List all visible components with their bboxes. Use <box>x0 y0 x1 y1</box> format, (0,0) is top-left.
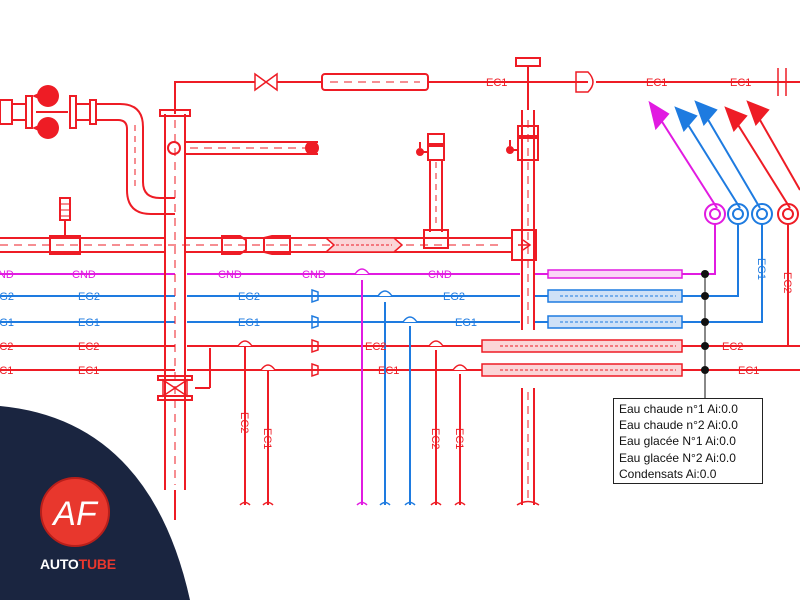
label-ec1: EC1 <box>78 365 99 377</box>
label-cnd: CND <box>218 269 242 281</box>
legend-row: Eau glacée N°2 Ai:0.0 <box>619 450 736 465</box>
label-eg2: EG2 <box>78 291 100 303</box>
label-ec2-vertical: EC2 <box>781 272 793 293</box>
pipe-break-marks <box>239 500 540 506</box>
label-eg1: EG1 <box>238 317 260 329</box>
label-ec1: EC1 <box>378 365 399 377</box>
label-ec1: EC1 <box>0 365 13 377</box>
big-vertical-pipe <box>506 57 541 505</box>
label-cnd: CND <box>72 269 96 281</box>
label-eg1: EG1 <box>0 317 14 329</box>
label-ec1-vertical: EC1 <box>453 428 465 449</box>
label-ec1-top: EC1 <box>646 77 667 89</box>
legend-row: Eau chaude n°1 Ai:0.0 <box>619 402 738 416</box>
label-eg1: EG1 <box>455 317 477 329</box>
right-manifold-insulation <box>481 269 683 377</box>
vertical-drops <box>244 280 461 505</box>
label-cnd-left: CND <box>0 269 14 281</box>
junction-dots <box>701 270 709 398</box>
legend-box: Eau chaude n°1 Ai:0.0 Eau chaude n°2 Ai:… <box>613 398 763 484</box>
label-ec1: EC1 <box>738 365 759 377</box>
legend-row: Eau glacée N°1 Ai:0.0 <box>619 434 736 449</box>
label-ec2: EC2 <box>722 341 743 353</box>
label-eg2: EG2 <box>443 291 465 303</box>
riser-caps <box>704 203 799 225</box>
label-ec2: EC2 <box>78 341 99 353</box>
legend-row: Condensats Ai:0.0 <box>619 466 717 481</box>
label-ec2: EC2 <box>0 341 13 353</box>
label-ec1-top: EC1 <box>486 77 507 89</box>
reducers <box>311 288 319 378</box>
label-eg2: EG2 <box>0 291 14 303</box>
main-horizontal-pipe <box>0 197 537 261</box>
top-ec1-line <box>174 68 800 114</box>
brand-panel: AF <box>0 406 190 600</box>
label-eg1-vertical: EG1 <box>755 258 767 280</box>
label-ec1-top: EC1 <box>730 77 751 89</box>
crossing-hops <box>237 268 468 371</box>
brand-logo-mark: AF <box>51 495 99 533</box>
pump-icon <box>32 85 68 139</box>
right-risers <box>705 224 789 346</box>
label-eg1: EG1 <box>78 317 100 329</box>
inlet-arrows <box>648 100 800 209</box>
brand-name: AUTOTUBE <box>40 556 116 572</box>
label-ec2: EC2 <box>365 341 386 353</box>
brand-logo: AF <box>40 477 110 547</box>
branch-148 <box>167 141 319 155</box>
pipe-labels: CND CND CND CND CND EG2 EG2 EG2 EG2 EG1 … <box>0 77 793 449</box>
brand-name-part1: AUTO <box>40 556 79 572</box>
main-riser <box>157 109 211 520</box>
pump-assembly <box>0 95 175 215</box>
label-eg2: EG2 <box>238 291 260 303</box>
brand-name-part2: TUBE <box>78 556 117 572</box>
label-ec2-vertical: EC2 <box>238 412 250 433</box>
vertical-valve-pipe <box>416 133 445 232</box>
insulated-section <box>324 237 404 253</box>
label-cnd: CND <box>428 269 452 281</box>
legend-row: Eau chaude n°2 Ai:0.0 <box>619 418 738 433</box>
label-ec1-vertical: EC1 <box>261 428 273 449</box>
label-ec2-vertical: EC2 <box>429 428 441 449</box>
label-cnd: CND <box>302 269 326 281</box>
